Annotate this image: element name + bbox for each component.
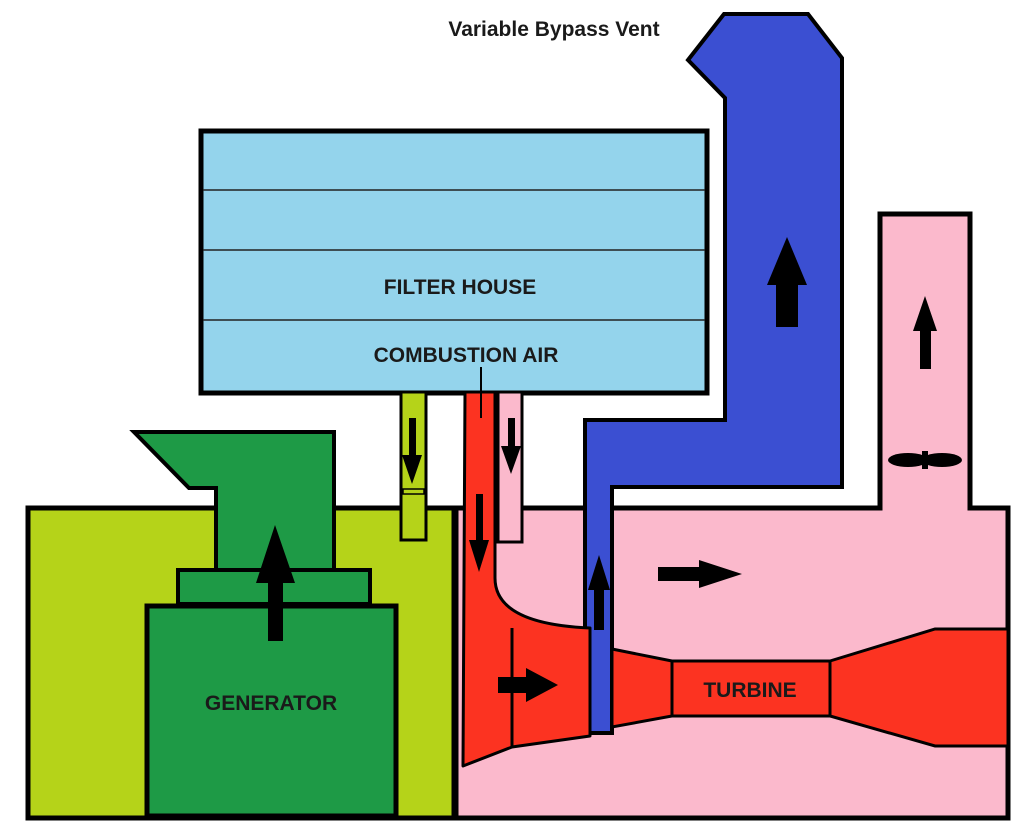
bypass-vent-duct <box>583 12 844 735</box>
flow-arrow-icon <box>913 296 937 369</box>
filter-house-label: FILTER HOUSE <box>384 276 536 299</box>
combustion-air-path <box>461 390 1010 768</box>
enclosure-air-duct <box>496 390 524 544</box>
flow-arrow-icon <box>498 668 558 702</box>
filter-house <box>198 128 710 396</box>
bypass-vent-label: Variable Bypass Vent <box>448 18 659 41</box>
fan-icon <box>888 451 962 469</box>
flow-arrow-icon <box>469 494 489 572</box>
combustion-air-label: COMBUSTION AIR <box>374 344 559 367</box>
flow-arrow-icon <box>256 525 295 641</box>
turbine-label: TURBINE <box>703 679 796 702</box>
flow-arrow-icon <box>501 418 521 474</box>
turbine-box <box>670 659 832 718</box>
generator-label: GENERATOR <box>205 692 337 715</box>
exhaust-diffuser <box>828 627 1010 748</box>
damper-icon <box>402 488 425 495</box>
flow-arrow-icon <box>658 560 742 588</box>
flow-arrow-icon <box>767 237 807 327</box>
flow-arrow-icon <box>588 555 610 630</box>
flow-arrow-icon <box>402 418 422 484</box>
